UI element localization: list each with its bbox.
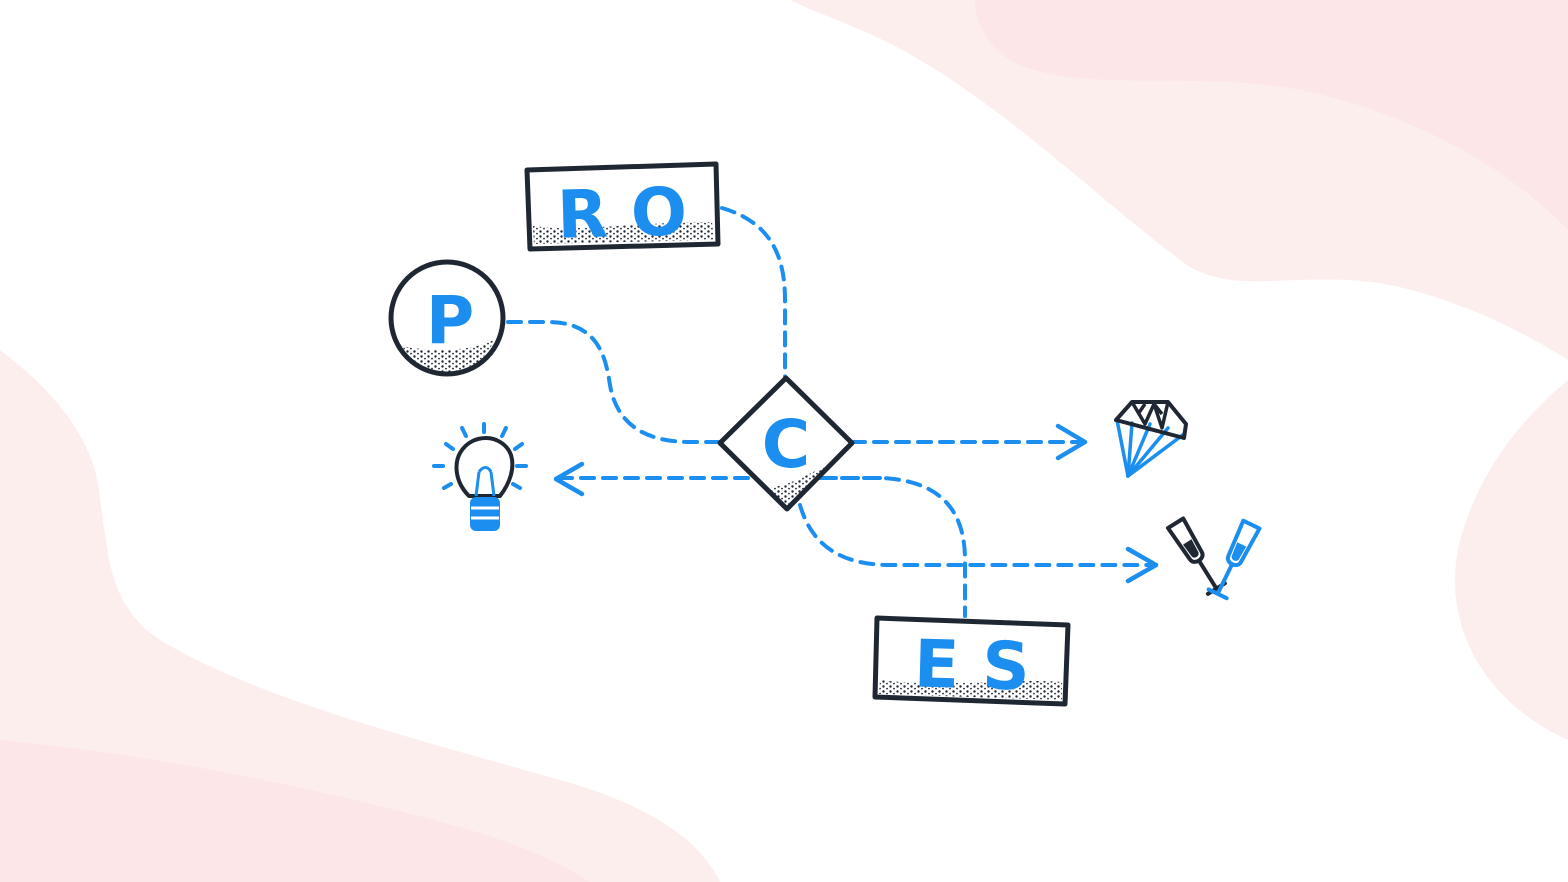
node-es-label: E S bbox=[913, 625, 1031, 705]
node-c-frame bbox=[717, 375, 855, 512]
node-ro-label: R O bbox=[556, 173, 688, 253]
node-c-texture bbox=[768, 460, 834, 505]
flow-line-c-to-es bbox=[818, 476, 967, 618]
node-c: C bbox=[717, 375, 855, 512]
node-es-texture bbox=[879, 680, 1062, 700]
node-es: E S bbox=[872, 615, 1071, 707]
diamond-gem-icon bbox=[1114, 400, 1188, 478]
node-p-texture bbox=[402, 340, 494, 372]
node-ro-texture bbox=[533, 222, 714, 244]
background-blob-bottom bbox=[0, 740, 590, 882]
lightbulb-icon bbox=[432, 422, 528, 531]
node-p-label: P bbox=[426, 282, 474, 359]
background-blob-right bbox=[1454, 380, 1568, 740]
background-blob-left bbox=[0, 350, 720, 882]
arrow-head-right-lower bbox=[1125, 546, 1159, 584]
node-c-label: C bbox=[762, 406, 810, 483]
arrow-heads bbox=[553, 423, 1159, 584]
flow-line-c-to-toast bbox=[798, 503, 1154, 567]
flow-line-p-to-c bbox=[506, 320, 724, 444]
node-p-frame bbox=[388, 259, 506, 377]
node-p: P bbox=[388, 259, 506, 377]
node-ro: R O bbox=[524, 161, 721, 254]
background-blob-top-right-inner bbox=[975, 0, 1568, 230]
flow-lines bbox=[506, 206, 1154, 618]
flow-line-ro-to-c bbox=[720, 206, 787, 380]
arrow-head-right-upper bbox=[1055, 423, 1088, 461]
champagne-toast-icon bbox=[1165, 516, 1262, 601]
arrow-head-left bbox=[553, 461, 585, 497]
